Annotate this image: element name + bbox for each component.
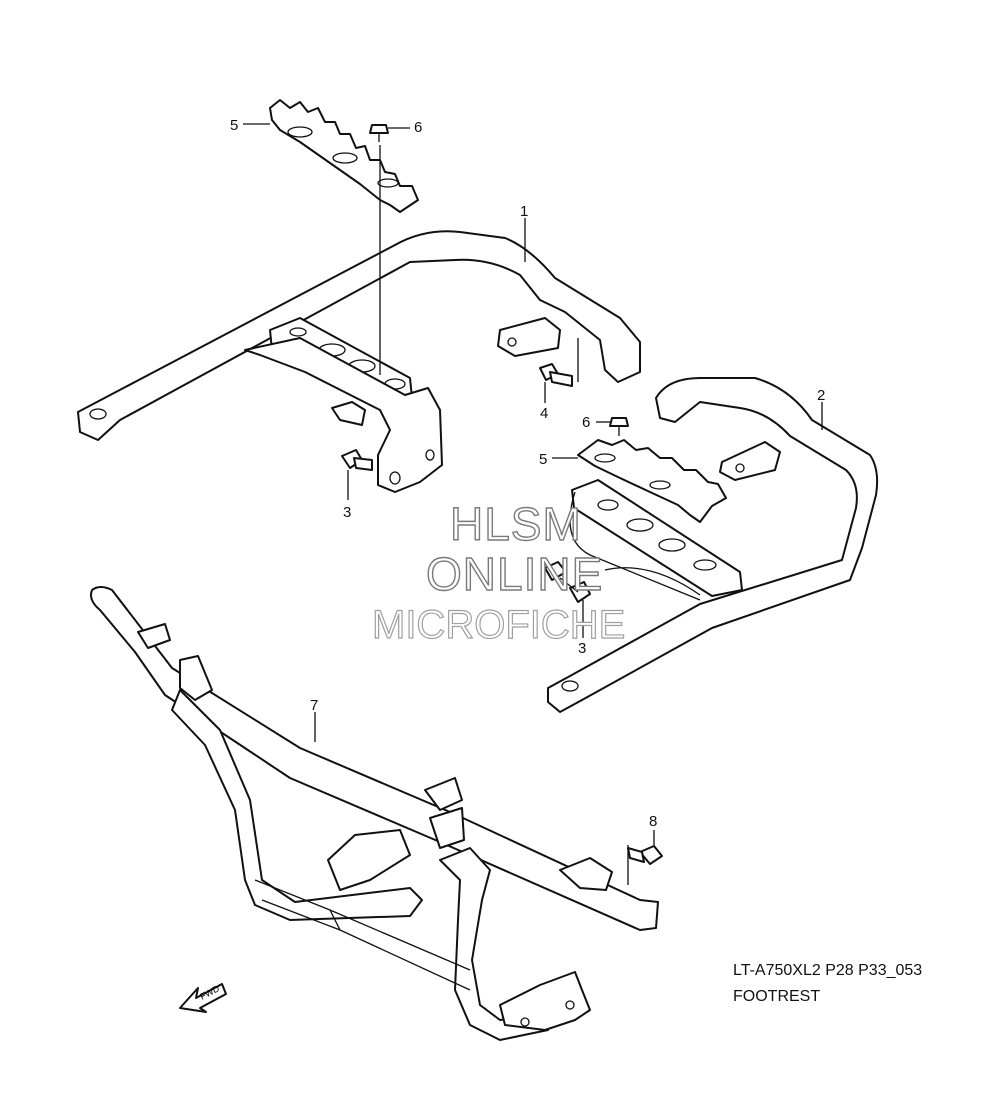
callout-6-left: 6 bbox=[414, 119, 422, 136]
diagram-code: LT-A750XL2 P28 P33_053 bbox=[733, 962, 923, 979]
callout-1: 1 bbox=[520, 203, 528, 220]
fwd-arrow-icon: FWD bbox=[179, 983, 227, 1013]
callout-4: 4 bbox=[540, 405, 548, 422]
callout-2: 2 bbox=[817, 387, 825, 404]
callout-3-left: 3 bbox=[343, 504, 351, 521]
callout-5-right: 5 bbox=[539, 451, 547, 468]
front-frame bbox=[90, 586, 659, 1041]
watermark-line-1: HLSM bbox=[450, 498, 582, 550]
screw-left bbox=[369, 124, 389, 375]
footrest-plate-left bbox=[269, 99, 419, 213]
footrest-plate-right bbox=[577, 439, 727, 523]
screw-right bbox=[609, 417, 629, 436]
watermark-line-3: MICROFICHE bbox=[372, 603, 625, 647]
watermark-line-2: ONLINE bbox=[426, 548, 603, 600]
watermark: HLSM ONLINE MICROFICHE bbox=[371, 497, 626, 647]
bolt-part-3-left bbox=[341, 449, 373, 471]
callout-8: 8 bbox=[649, 813, 657, 830]
footrest-frame-right bbox=[547, 377, 879, 713]
footrest-frame-left bbox=[77, 230, 641, 493]
bolt-part-4 bbox=[539, 338, 579, 387]
bolt-part-8 bbox=[627, 845, 663, 885]
callout-5-left: 5 bbox=[230, 117, 238, 134]
diagram-title: FOOTREST bbox=[733, 988, 821, 1005]
callout-7: 7 bbox=[310, 697, 318, 714]
bolt-part-3-right bbox=[544, 561, 591, 603]
callout-3-right: 3 bbox=[578, 640, 586, 657]
callout-6-right: 6 bbox=[582, 414, 590, 431]
callouts: 1 2 3 3 4 5 5 6 6 7 8 bbox=[230, 117, 825, 846]
